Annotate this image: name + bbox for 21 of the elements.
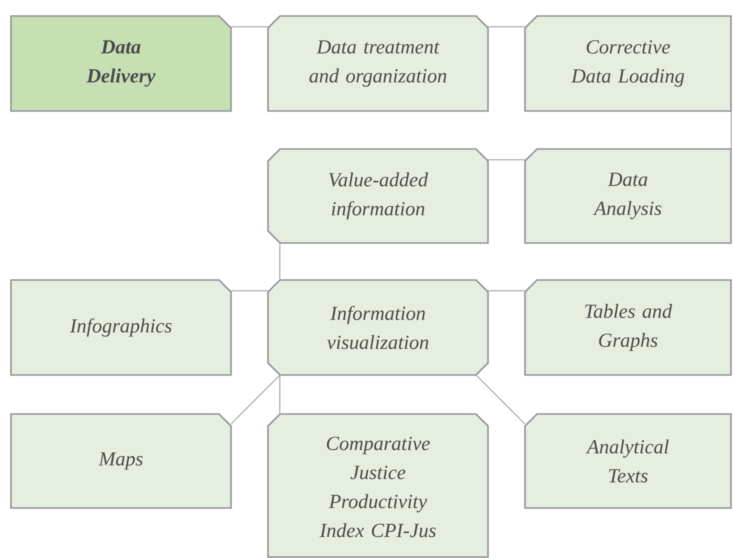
- connector-line: [279, 242, 280, 280]
- process-box: Data Analysis: [524, 148, 732, 244]
- process-box: Analytical Texts: [524, 413, 732, 509]
- process-box: Data Delivery: [10, 15, 232, 112]
- connector-line: [488, 159, 526, 160]
- connector-line: [230, 290, 268, 292]
- connector-line: [488, 26, 526, 28]
- process-box: Value-added information: [267, 148, 489, 244]
- process-box: Maps: [10, 413, 232, 509]
- process-box: Infographics: [10, 279, 232, 376]
- process-box: Corrective Data Loading: [524, 15, 732, 112]
- connector-line: [476, 374, 526, 424]
- connector-line: [488, 290, 526, 292]
- connector-line: [730, 110, 732, 150]
- connector-line: [279, 374, 280, 414]
- connector-line: [230, 26, 268, 28]
- process-box: Data treatment and organization: [267, 15, 489, 112]
- process-box: Comparative Justice Productivity Index CPI-Jus: [267, 413, 489, 558]
- process-box: Information visualization: [267, 279, 489, 376]
- process-box: Tables and Graphs: [524, 279, 732, 376]
- connector-line: [230, 374, 280, 424]
